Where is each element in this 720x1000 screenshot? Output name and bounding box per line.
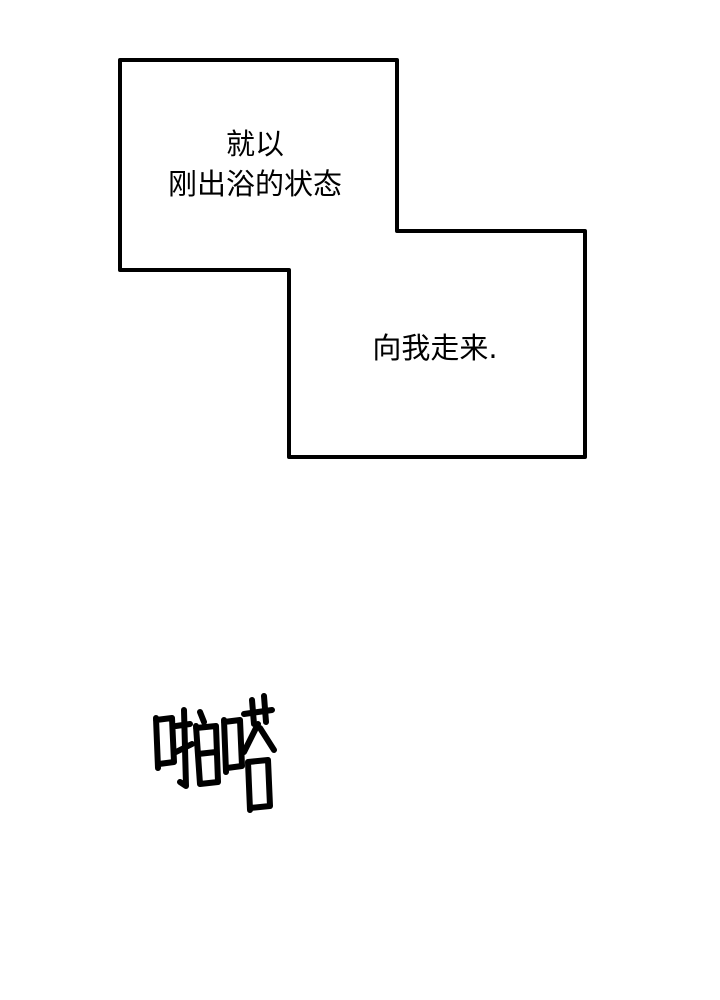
caption-text-bottom: 向我走来. bbox=[350, 328, 520, 368]
sound-effect-pata bbox=[153, 693, 277, 813]
caption-line-2: 刚出浴的状态 bbox=[167, 167, 342, 201]
caption-line-3: 向我走来. bbox=[372, 331, 498, 365]
caption-box-outline bbox=[118, 58, 587, 459]
caption-text-top: 就以 刚出浴的状态 bbox=[150, 124, 360, 204]
caption-line-1: 就以 bbox=[225, 127, 284, 161]
